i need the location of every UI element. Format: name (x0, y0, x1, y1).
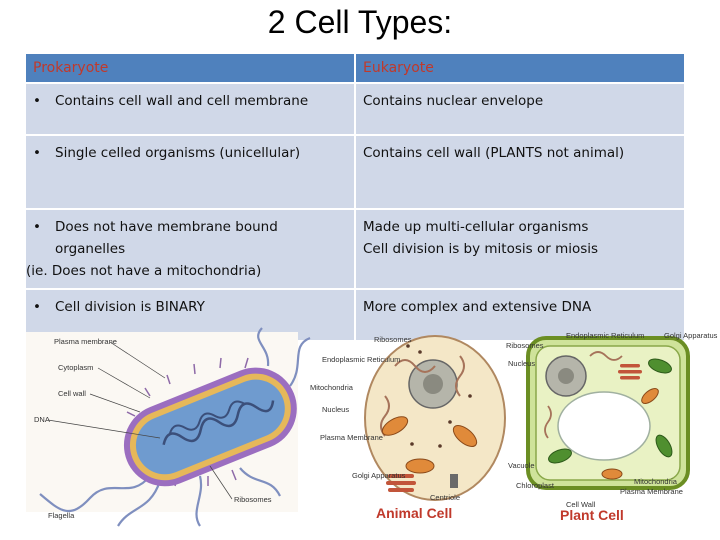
eukaryote-cell: More complex and extensive DNA (354, 288, 686, 342)
plant-label-plasma-membrane: Plasma Membrane (620, 487, 683, 496)
centriole-icon (450, 474, 458, 488)
header-eukaryote: Eukaryote (354, 52, 686, 84)
bacteria-leader-lines (47, 341, 233, 500)
animal-label-nucleus: Nucleus (322, 405, 349, 414)
animal-er-icon (380, 355, 465, 437)
animal-label-golgi: Golgi Apparatus (352, 471, 406, 480)
plant-label-vacuole: Vacuole (508, 461, 535, 470)
label-cell-wall: Cell wall (58, 389, 86, 398)
page-title: 2 Cell Types: (267, 4, 453, 40)
prokaryote-cell: •Contains cell wall and cell membrane (24, 82, 356, 136)
animal-label-er: Endoplasmic Reticulum (322, 355, 400, 364)
header-prokaryote: Prokaryote (24, 52, 356, 84)
animal-cell-caption: Animal Cell (376, 505, 452, 521)
prokaryote-cell: •Single celled organisms (unicellular) (24, 134, 356, 210)
chloroplast-icon (548, 358, 673, 464)
animal-label-centriole: Centriole (430, 493, 460, 502)
plant-nucleolus-icon (558, 368, 574, 384)
animal-golgi-icon (386, 474, 416, 492)
plant-label-cell-wall: Cell Wall (566, 500, 596, 509)
bacterium-body-icon (123, 367, 297, 487)
animal-ribosomes-icon (406, 344, 472, 448)
bacteria-diagram: Plasma membrane Cytoplasm Cell wall DNA … (26, 327, 311, 527)
animal-label-plasma-membrane: Plasma Membrane (320, 433, 383, 442)
label-ribosomes: Ribosomes (234, 495, 272, 504)
label-plasma-membrane: Plasma membrane (54, 337, 117, 346)
animal-cell-diagram: Ribosomes Endoplasmic Reticulum Mitochon… (310, 335, 506, 521)
cell-diagrams: Plasma membrane Cytoplasm Cell wall DNA … (26, 327, 718, 527)
plant-er-icon (544, 351, 623, 439)
plant-label-chloroplast: Chloroplast (516, 481, 555, 490)
animal-cell-membrane (364, 335, 506, 501)
label-dna: DNA (34, 415, 50, 424)
vacuole-icon (557, 391, 651, 461)
plant-cell-diagram: Endoplasmic Reticulum Ribosomes Nucleus … (506, 331, 718, 523)
comparison-table: Prokaryote Eukaryote •Contains cell wall… (24, 52, 686, 342)
eukaryote-cell: Contains cell wall (PLANTS not animal) (354, 134, 686, 210)
plant-mitochondria-icon (601, 388, 659, 480)
dna-strand (162, 400, 275, 446)
label-cytoplasm: Cytoplasm (58, 363, 93, 372)
plant-label-nucleus: Nucleus (508, 359, 535, 368)
bullet-icon: • (33, 299, 41, 315)
plant-golgi-icon (618, 364, 642, 380)
bullet-icon: • (33, 93, 41, 109)
label-flagella: Flagella (48, 511, 75, 520)
animal-label-mitochondria: Mitochondria (310, 383, 354, 392)
plant-label-golgi: Golgi Apparatus (664, 331, 718, 340)
animal-mitochondria-icon (381, 416, 478, 474)
eukaryote-cell: Contains nuclear envelope (354, 82, 686, 136)
bullet-icon: • (33, 145, 41, 161)
plant-label-mitochondria: Mitochondria (634, 477, 678, 486)
plant-cell-caption: Plant Cell (560, 507, 624, 523)
table-header-row: Prokaryote Eukaryote (24, 52, 686, 84)
nucleolus-icon (423, 374, 443, 394)
animal-label-ribosomes: Ribosomes (374, 335, 412, 344)
table-row: •Contains cell wall and cell membrane Co… (24, 82, 686, 136)
table-row: •Single celled organisms (unicellular) C… (24, 134, 686, 210)
plant-label-ribosomes: Ribosomes (506, 341, 544, 350)
plant-label-er: Endoplasmic Reticulum (566, 331, 644, 340)
bullet-icon: • (33, 219, 41, 235)
flagella-icon (39, 327, 311, 527)
